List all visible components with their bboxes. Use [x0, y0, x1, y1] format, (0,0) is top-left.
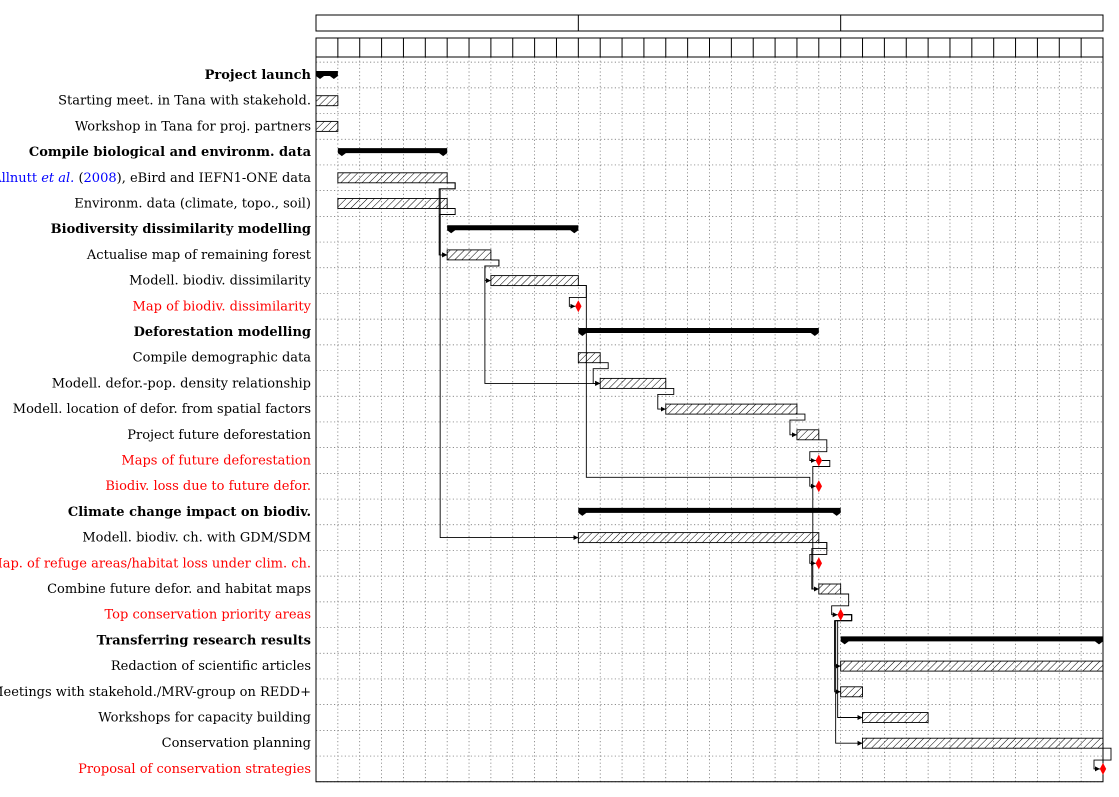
task-label: Climate change impact on biodiv.	[68, 505, 311, 520]
group-bar	[840, 636, 1103, 645]
group-bar-shape	[316, 71, 338, 79]
dependency-arrow	[439, 182, 579, 541]
task-bar	[862, 737, 1104, 749]
task-label: Environm. data (climate, topo., soil)	[74, 197, 311, 212]
task-label: Maps of future deforestation	[121, 454, 311, 469]
dependency-arrow	[809, 439, 828, 463]
task-bar	[665, 403, 798, 415]
milestone-marker	[1099, 762, 1107, 775]
task-label: Conservation planning	[162, 736, 311, 751]
task-bar	[818, 583, 842, 595]
task-label: Allnutt et al. (2008), eBird and IEFN1-O…	[0, 171, 311, 186]
milestone-marker	[815, 480, 823, 493]
year-header-frame	[315, 14, 1104, 32]
dependency-arrow	[835, 614, 863, 746]
task-label: Proposal of conservation strategies	[78, 762, 311, 777]
task-label: Biodiv. loss due to future defor.	[105, 479, 311, 494]
task-label: Biodiversity dissimilarity modelling	[51, 222, 311, 237]
dependency-arrow	[811, 542, 828, 592]
task-label: Starting meet. in Tana with stakehold.	[58, 94, 311, 109]
task-label: Transferring research results	[97, 633, 311, 648]
group-bar-shape	[578, 507, 841, 516]
task-label: Meetings with stakehold./MRV-group on RE…	[0, 685, 311, 700]
dependency-arrow	[578, 285, 816, 489]
task-label: Deforestation modelling	[134, 325, 311, 340]
task-bar	[337, 172, 448, 184]
task-label: Redaction of scientific articles	[111, 659, 311, 674]
task-label: Workshops for capacity building	[98, 711, 311, 726]
task-label: Project launch	[205, 68, 312, 83]
task-bar	[315, 95, 339, 107]
task-label: Top conservation priority areas	[105, 608, 311, 623]
task-label: Map. of refuge areas/habitat loss under …	[0, 556, 311, 571]
task-label-part: (	[74, 171, 83, 186]
task-label: Workshop in Tana for proj. partners	[75, 119, 311, 134]
task-bar	[840, 660, 1104, 672]
task-label: Modell. biodiv. ch. with GDM/SDM	[82, 531, 311, 546]
dependency-arrow	[1093, 747, 1112, 772]
task-label: Compile demographic data	[133, 351, 312, 366]
group-bar	[578, 507, 841, 516]
milestone-marker	[575, 300, 582, 313]
group-bar	[337, 148, 448, 157]
task-label-part: ), eBird and IEFN1-ONE data	[117, 171, 312, 186]
task-bar	[840, 686, 863, 698]
dependency-arrow	[484, 259, 601, 386]
task-label: Modell. defor.-pop. density relationship	[52, 376, 311, 391]
group-bar-shape	[447, 225, 579, 234]
task-bar	[862, 712, 929, 723]
group-bar	[316, 71, 338, 79]
task-label: Combine future defor. and habitat maps	[47, 582, 311, 597]
group-bar-shape	[337, 148, 448, 157]
group-bar	[447, 225, 579, 234]
dependency-arrow	[439, 208, 456, 258]
task-bar	[796, 429, 820, 441]
task-label: Modell. location of defor. from spatial …	[13, 402, 311, 417]
task-bar	[490, 275, 579, 287]
task-bar	[446, 249, 492, 261]
task-label: Compile biological and environm. data	[29, 145, 312, 160]
dependency-arrow	[831, 593, 850, 618]
task-label-part: et al.	[41, 171, 74, 186]
task-bar	[315, 120, 339, 132]
dependency-arrow	[789, 413, 806, 438]
task-bar	[337, 198, 448, 209]
group-bar-shape	[578, 328, 819, 336]
milestone-marker	[815, 557, 823, 570]
task-bar	[599, 377, 667, 389]
task-label: Project future deforestation	[127, 428, 311, 443]
milestone-marker	[815, 454, 823, 467]
dependency-arrow	[657, 387, 675, 412]
group-bar-shape	[840, 636, 1103, 645]
task-label-part: Allnutt	[0, 171, 41, 186]
task-bar	[577, 532, 820, 544]
dependency-arrow	[438, 182, 456, 258]
task-label: Modell. biodiv. dissimilarity	[129, 274, 312, 289]
task-label-part: 2008	[84, 171, 117, 186]
task-label: Actualise map of remaining forest	[86, 248, 312, 263]
task-label: Map of biodiv. dissimilarity	[133, 299, 312, 314]
group-bar	[578, 328, 819, 336]
task-bar	[577, 352, 601, 364]
milestone-marker	[837, 608, 844, 621]
